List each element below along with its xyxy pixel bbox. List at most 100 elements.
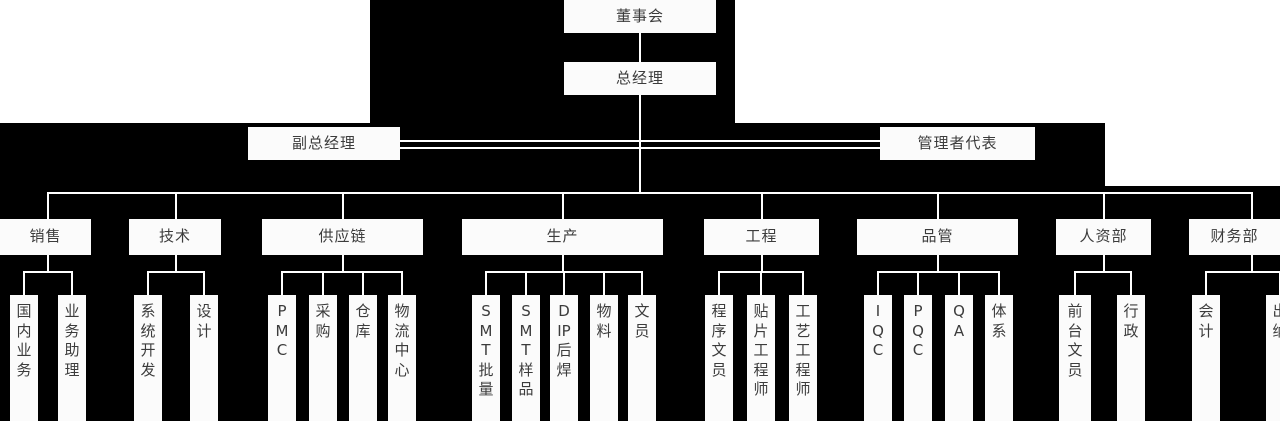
connector-stem-quality: [937, 255, 939, 272]
node-role-production-2[interactable]: DIP后焊: [550, 295, 578, 421]
node-role-production-1[interactable]: SMT样品: [512, 295, 540, 421]
node-role-label: 国内业务: [16, 302, 32, 379]
connector-bracket-supply-chain: [281, 271, 403, 273]
node-department-sales[interactable]: 销售: [0, 219, 91, 255]
node-role-supply-chain-2[interactable]: 仓库: [349, 295, 377, 421]
node-role-label: 文员: [634, 302, 650, 340]
connector-bracket-sales: [23, 271, 73, 273]
node-role-quality-0[interactable]: IQC: [864, 295, 892, 421]
node-role-supply-chain-1[interactable]: 采购: [309, 295, 337, 421]
connector-bracket-finance: [1205, 271, 1280, 273]
node-role-label: IQC: [872, 302, 884, 359]
node-role-label: 出纳: [1273, 302, 1280, 421]
connector-stem-hr: [1103, 255, 1105, 272]
node-role-quality-2[interactable]: QA: [945, 295, 973, 421]
connector-leaf-engineering-2: [802, 271, 804, 295]
node-role-label: 工艺工程师: [795, 302, 811, 398]
connector-stem-sales: [47, 255, 49, 272]
node-board-of-directors[interactable]: 董事会: [564, 0, 716, 33]
node-department-finance[interactable]: 财务部: [1189, 219, 1280, 255]
node-role-label: PQC: [912, 302, 924, 359]
node-department-tech[interactable]: 技术: [129, 219, 221, 255]
node-role-label: 业务助理: [64, 302, 80, 379]
connector-leaf-hr-0: [1074, 271, 1076, 295]
connector-drop-quality: [937, 192, 939, 219]
connector-leaf-finance-0: [1205, 271, 1207, 295]
node-role-engineering-0[interactable]: 程序文员: [705, 295, 733, 421]
node-role-quality-1[interactable]: PQC: [904, 295, 932, 421]
connector-leaf-engineering-1: [760, 271, 762, 295]
connector-drop-engineering: [761, 192, 763, 219]
connector-bracket-quality: [877, 271, 1000, 273]
node-role-label: 系统开发: [140, 302, 156, 379]
node-role-label: 前台文员: [1067, 302, 1083, 379]
node-role-label: 会计: [1198, 302, 1214, 340]
connector-drop-hr: [1103, 192, 1105, 219]
connector-bracket-tech: [147, 271, 205, 273]
connector-leaf-supply-chain-2: [362, 271, 364, 295]
connector-leaf-production-1: [525, 271, 527, 295]
node-role-label: 采购: [315, 302, 331, 340]
connector-leaf-quality-3: [998, 271, 1000, 295]
connector-board-to-gm: [639, 33, 641, 62]
node-role-supply-chain-3[interactable]: 物流中心: [388, 295, 416, 421]
node-department-hr[interactable]: 人资部: [1056, 219, 1151, 255]
node-role-supply-chain-0[interactable]: PMC: [268, 295, 296, 421]
node-role-production-0[interactable]: SMT批量: [472, 295, 500, 421]
node-role-sales-1[interactable]: 业务助理: [58, 295, 86, 421]
node-role-hr-1[interactable]: 行政: [1117, 295, 1145, 421]
connector-leaf-production-2: [563, 271, 565, 295]
connector-leaf-sales-1: [71, 271, 73, 295]
connector-deputy-bar-upper: [399, 140, 881, 142]
connector-leaf-quality-0: [877, 271, 879, 295]
connector-drop-sales: [47, 192, 49, 219]
connector-gm-trunk: [639, 95, 641, 193]
node-role-label: 仓库: [355, 302, 371, 340]
node-role-tech-1[interactable]: 设计: [190, 295, 218, 421]
node-role-tech-0[interactable]: 系统开发: [134, 295, 162, 421]
node-department-production[interactable]: 生产: [462, 219, 663, 255]
node-department-quality[interactable]: 品管: [857, 219, 1018, 255]
node-role-quality-3[interactable]: 体系: [985, 295, 1013, 421]
connector-leaf-hr-1: [1130, 271, 1132, 295]
node-department-engineering[interactable]: 工程: [704, 219, 819, 255]
node-role-engineering-2[interactable]: 工艺工程师: [789, 295, 817, 421]
node-role-sales-0[interactable]: 国内业务: [10, 295, 38, 421]
node-role-finance-0[interactable]: 会计: [1192, 295, 1220, 421]
connector-leaf-supply-chain-3: [401, 271, 403, 295]
node-role-label: 物流中心: [394, 302, 410, 379]
connector-drop-production: [562, 192, 564, 219]
node-department-supply-chain[interactable]: 供应链: [262, 219, 423, 255]
connector-bracket-hr: [1074, 271, 1132, 273]
node-role-label: 行政: [1123, 302, 1139, 340]
connector-stem-engineering: [761, 255, 763, 272]
connector-leaf-quality-2: [958, 271, 960, 295]
connector-stem-finance: [1251, 255, 1253, 272]
connector-leaf-supply-chain-0: [281, 271, 283, 295]
connector-leaf-tech-0: [147, 271, 149, 295]
connector-drop-finance: [1251, 192, 1253, 219]
node-role-label: 程序文员: [711, 302, 727, 379]
connector-leaf-sales-0: [23, 271, 25, 295]
node-role-engineering-1[interactable]: 贴片工程师: [747, 295, 775, 421]
connector-leaf-production-0: [485, 271, 487, 295]
node-role-label: 物料: [596, 302, 612, 340]
node-role-label: PMC: [275, 302, 289, 359]
node-role-production-3[interactable]: 物料: [590, 295, 618, 421]
connector-leaf-supply-chain-1: [322, 271, 324, 295]
node-general-manager[interactable]: 总经理: [564, 62, 716, 95]
node-role-finance-1[interactable]: 出纳: [1266, 295, 1280, 421]
node-deputy-general-manager[interactable]: 副总经理: [248, 127, 400, 160]
connector-drop-supply-chain: [342, 192, 344, 219]
node-role-label: SMT批量: [478, 302, 494, 398]
connector-leaf-tech-1: [203, 271, 205, 295]
connector-stem-tech: [175, 255, 177, 272]
node-role-production-4[interactable]: 文员: [628, 295, 656, 421]
node-role-label: 体系: [991, 302, 1007, 340]
node-management-representative[interactable]: 管理者代表: [880, 127, 1035, 160]
connector-stem-production: [562, 255, 564, 272]
connector-drop-tech: [175, 192, 177, 219]
node-role-hr-0[interactable]: 前台文员: [1059, 295, 1091, 421]
node-role-label: DIP后焊: [556, 302, 572, 379]
